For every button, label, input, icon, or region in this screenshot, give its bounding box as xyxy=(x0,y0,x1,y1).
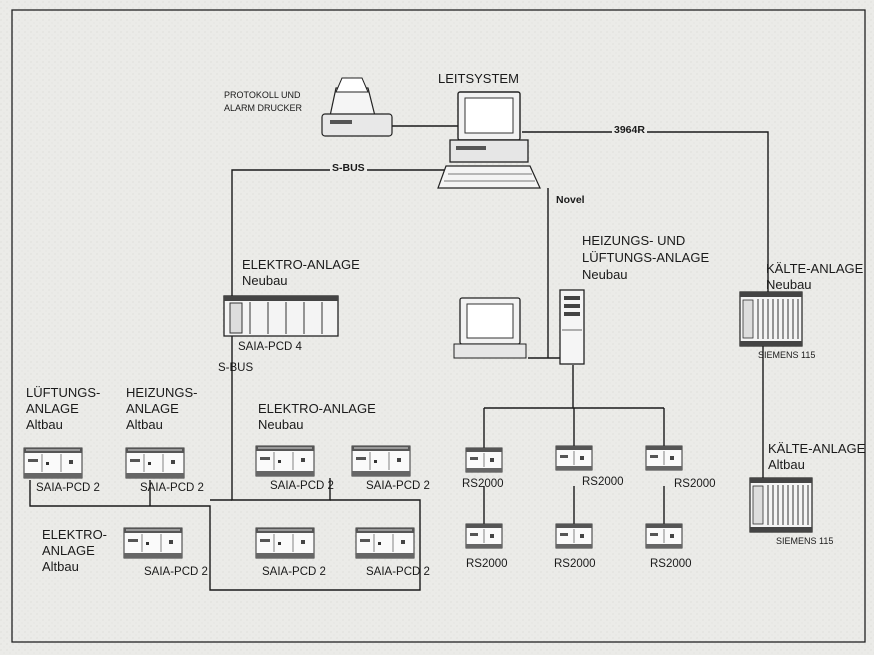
saia-pcd4-label: SAIA-PCD 4 xyxy=(238,341,302,353)
server-tower-icon xyxy=(559,289,585,365)
leitsystem-label: LEITSYSTEM xyxy=(438,71,519,86)
elektro-neubau-top-label-1: ELEKTRO-ANLAGE xyxy=(242,257,360,272)
lueftung-altbau-label-1: LÜFTUNGS- xyxy=(26,385,101,400)
rs2000-module-4 xyxy=(465,523,503,549)
rs2000-module-3 xyxy=(645,445,683,471)
saia-pcd2-lueftung-label: SAIA-PCD 2 xyxy=(36,482,100,494)
saia-pcd4-unit xyxy=(223,295,339,337)
protocol-3964r-label: 3964R xyxy=(612,124,647,137)
rs2000-label-1: RS2000 xyxy=(462,478,504,490)
rs2000-module-2 xyxy=(555,445,593,471)
rs2000-module-5 xyxy=(555,523,593,549)
drucker-label-1: PROTOKOLL UND xyxy=(224,90,301,100)
kaelte-neubau-label-1: KÄLTE-ANLAGE xyxy=(766,261,864,276)
saia-pcd2-en4-label: SAIA-PCD 2 xyxy=(366,566,430,578)
heizung-neubau-label-3: Neubau xyxy=(582,267,628,282)
siemens-115-altbau-rack xyxy=(749,477,813,533)
rs2000-module-6 xyxy=(645,523,683,549)
lueftung-altbau-label-2: ANLAGE xyxy=(26,401,79,416)
sbus-top-label: S-BUS xyxy=(330,162,367,175)
lueftung-altbau-label-3: Altbau xyxy=(26,417,63,432)
saia-pcd2-en2-label: SAIA-PCD 2 xyxy=(366,480,430,492)
pcd2-elektro-neubau-2 xyxy=(351,445,411,477)
drucker-label-2: ALARM DRUCKER xyxy=(224,103,303,113)
rs2000-label-3: RS2000 xyxy=(674,478,716,490)
pcd2-elektro-neubau-1 xyxy=(255,445,315,477)
heizung-computer-icon xyxy=(453,297,527,359)
novel-label: Novel xyxy=(556,194,585,206)
rs2000-label-4: RS2000 xyxy=(466,558,508,570)
elektro-altbau-label-3: Altbau xyxy=(42,559,79,574)
rs2000-label-2: RS2000 xyxy=(582,476,624,488)
elektro-neubau-mid-label-2: Neubau xyxy=(258,417,304,432)
pcd2-elektro-neubau-4 xyxy=(355,527,415,559)
kaelte-altbau-label-2: Altbau xyxy=(768,457,805,472)
saia-pcd2-ea-label: SAIA-PCD 2 xyxy=(144,566,208,578)
pcd2-elektro-neubau-3 xyxy=(255,527,315,559)
printer-icon xyxy=(321,77,393,137)
saia-pcd2-en3-label: SAIA-PCD 2 xyxy=(262,566,326,578)
rs2000-label-6: RS2000 xyxy=(650,558,692,570)
kaelte-neubau-label-2: Neubau xyxy=(766,277,812,292)
sbus-left-label: S-BUS xyxy=(218,362,254,374)
kaelte-altbau-label-1: KÄLTE-ANLAGE xyxy=(768,441,866,456)
leitsystem-computer-icon xyxy=(437,91,541,189)
pcd2-lueftung-altbau xyxy=(23,447,83,479)
heizung-neubau-label-1: HEIZUNGS- UND xyxy=(582,233,686,248)
siemens-neubau-label: SIEMENS 115 xyxy=(758,350,816,360)
pcd2-elektro-altbau xyxy=(123,527,183,559)
heizung-altbau-label-1: HEIZUNGS- xyxy=(126,385,198,400)
heizung-altbau-label-2: ANLAGE xyxy=(126,401,179,416)
heizung-altbau-label-3: Altbau xyxy=(126,417,163,432)
diagram-frame xyxy=(11,9,866,643)
elektro-neubau-top-label-2: Neubau xyxy=(242,273,288,288)
heizung-neubau-label-2: LÜFTUNGS-ANLAGE xyxy=(582,250,710,265)
pcd2-heizung-altbau xyxy=(125,447,185,479)
siemens-altbau-label: SIEMENS 115 xyxy=(776,536,834,546)
saia-pcd2-heizung-label: SAIA-PCD 2 xyxy=(140,482,204,494)
elektro-altbau-label-1: ELEKTRO- xyxy=(42,527,108,542)
rs2000-module-1 xyxy=(465,447,503,473)
saia-pcd2-en1-label: SAIA-PCD 2 xyxy=(270,480,334,492)
elektro-neubau-mid-label-1: ELEKTRO-ANLAGE xyxy=(258,401,376,416)
siemens-115-neubau-rack xyxy=(739,291,803,347)
elektro-altbau-label-2: ANLAGE xyxy=(42,543,95,558)
rs2000-label-5: RS2000 xyxy=(554,558,596,570)
connection-lines xyxy=(29,125,769,591)
